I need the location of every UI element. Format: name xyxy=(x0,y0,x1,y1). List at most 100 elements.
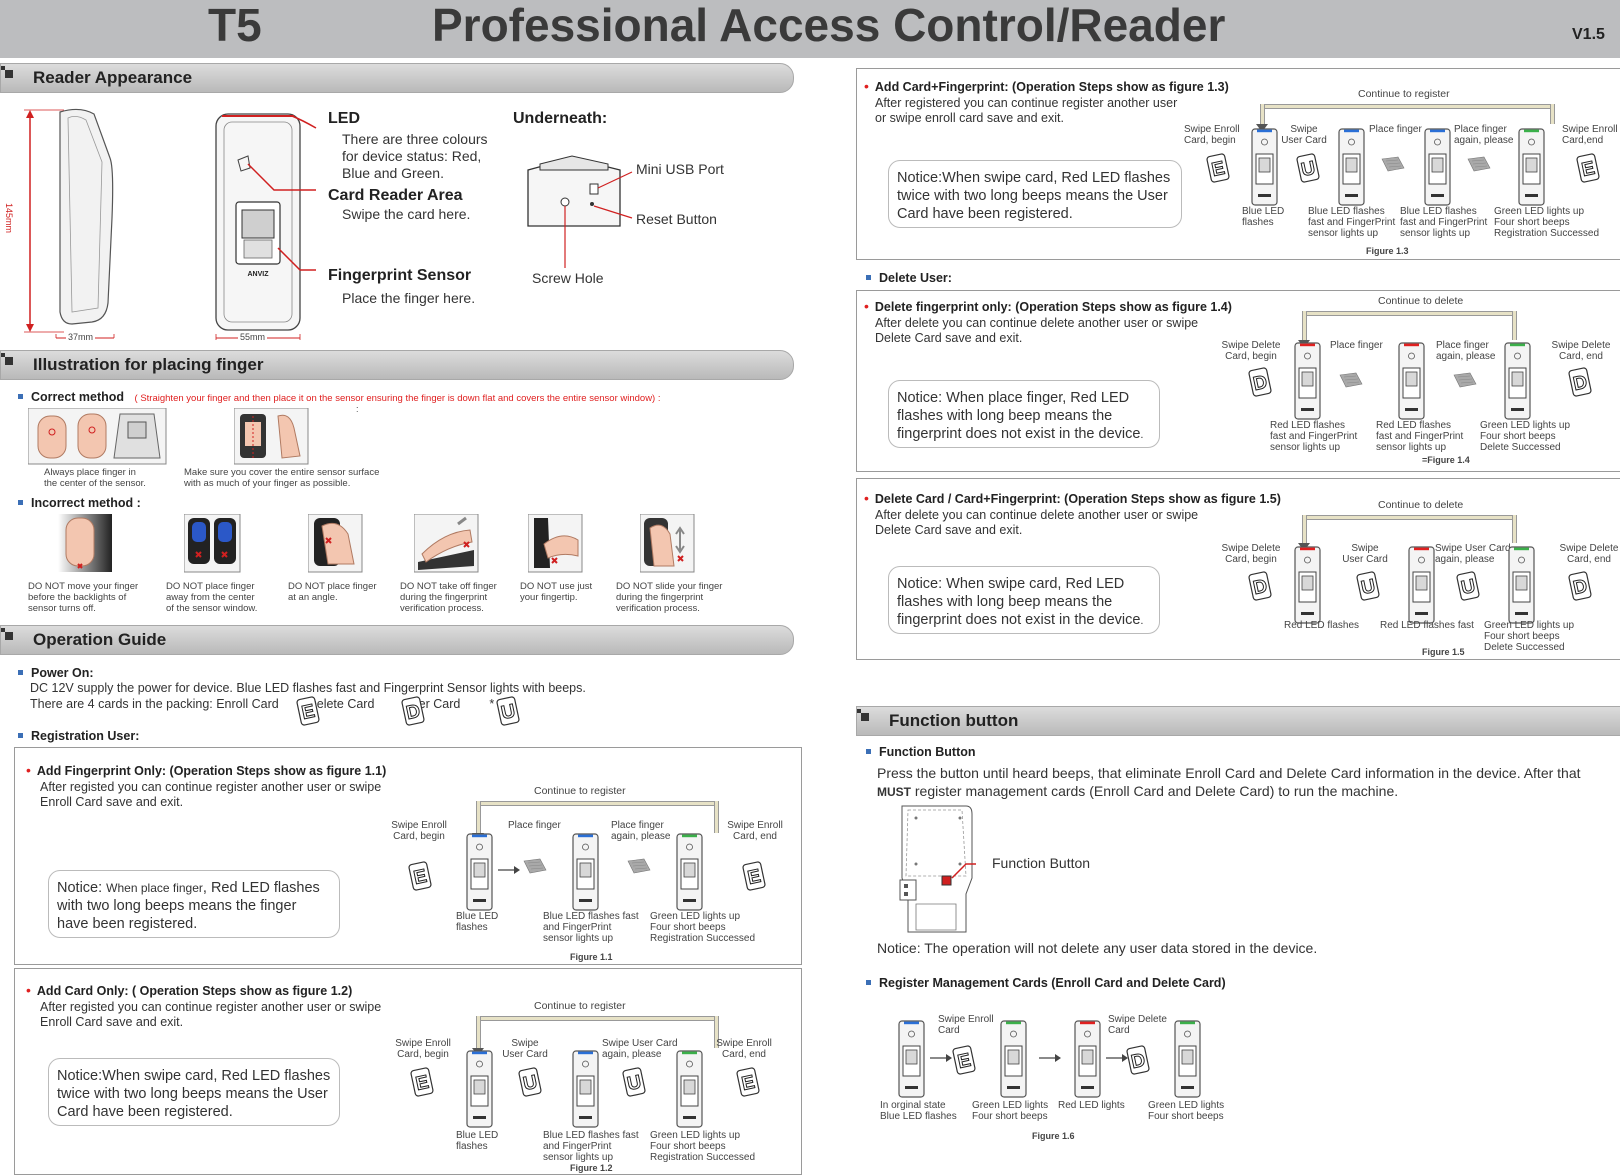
fig13-loop-arrowhead xyxy=(1256,124,1268,132)
section-icon xyxy=(5,70,13,78)
fig15-user-card-2: U xyxy=(1456,571,1480,601)
mini-usb-port-label: Mini USB Port xyxy=(636,161,724,177)
section-function-button: Function button xyxy=(856,706,1620,736)
fig12-caption: Figure 1.2 xyxy=(570,1163,613,1173)
fig13-finger-1 xyxy=(1380,156,1406,172)
svg-text:D: D xyxy=(1251,372,1269,395)
fig16-device-3 xyxy=(1074,1020,1101,1098)
fig16-device-4 xyxy=(1174,1020,1201,1098)
fig14-loop-left xyxy=(1302,311,1307,340)
fig11-finger-1 xyxy=(522,858,548,874)
fig12-loop-right xyxy=(714,1016,719,1048)
front-dimension: 55mm xyxy=(238,332,268,342)
function-button-description: Press the button until heard beeps, that… xyxy=(877,765,1581,799)
fig14-title: •Delete fingerprint only: (Operation Ste… xyxy=(864,298,1232,314)
svg-text:E: E xyxy=(746,866,763,889)
incorrect-illustration-4 xyxy=(414,514,479,573)
fig11-device-2 xyxy=(572,833,599,911)
svg-text:E: E xyxy=(740,1072,757,1095)
underneath-drawing xyxy=(527,155,633,268)
fig14-caption: =Figure 1.4 xyxy=(1422,455,1470,465)
fig15-notice: Notice: When swipe card, Red LED flashes… xyxy=(888,566,1160,634)
svg-text:U: U xyxy=(1459,576,1477,599)
fig16-arrow-2 xyxy=(1036,1054,1064,1062)
height-dimension: 145mm xyxy=(4,203,14,234)
fig15-device-1 xyxy=(1294,546,1321,624)
fig13-device-2 xyxy=(1338,128,1365,206)
svg-text:D: D xyxy=(404,701,422,724)
fig15-user-card-1: U xyxy=(1356,571,1380,601)
section-placing-finger: Illustration for placing finger xyxy=(0,350,794,380)
fig15-loop-right xyxy=(1512,515,1517,543)
fig11-loop-top xyxy=(476,801,714,806)
fig15-delete-card-end: D xyxy=(1568,571,1592,601)
svg-text:D: D xyxy=(1251,576,1269,599)
reset-button-label: Reset Button xyxy=(636,211,717,227)
svg-text:U: U xyxy=(625,1072,643,1095)
fig12-device-3 xyxy=(676,1050,703,1128)
fig13-description: After registered you can continue regist… xyxy=(875,96,1178,125)
fig14-finger-2 xyxy=(1452,372,1478,388)
fig12-continue-label: Continue to register xyxy=(534,1000,626,1012)
version-label: V1.5 xyxy=(1572,26,1605,43)
section-reader-appearance: Reader Appearance xyxy=(0,63,794,93)
fig12-enroll-card-end: E xyxy=(736,1067,760,1097)
fig11-step-top-2: Place finger xyxy=(508,820,561,831)
incorrect-illustration-5 xyxy=(528,514,583,573)
fig15-loop-top xyxy=(1302,515,1512,520)
fig11-continue-label: Continue to register xyxy=(534,785,626,797)
svg-text:U: U xyxy=(521,1072,539,1095)
fig14-notice: Notice: When place finger, Red LED flash… xyxy=(888,380,1160,448)
fig15-loop-left xyxy=(1302,515,1307,543)
fig15-device-2 xyxy=(1408,546,1435,624)
fig12-user-card-1: U xyxy=(518,1067,542,1097)
svg-text:E: E xyxy=(300,701,317,724)
fig11-device-3 xyxy=(676,833,703,911)
fig15-step-bottom-2: Red LED flashes fast xyxy=(1380,620,1474,631)
fig14-delete-card-end: D xyxy=(1568,367,1592,397)
card-reader-description: Swipe the card here. xyxy=(342,206,471,222)
fig11-finger-2 xyxy=(626,858,652,874)
underneath-title: Underneath: xyxy=(513,110,608,127)
function-button-heading: Function Button xyxy=(866,743,976,761)
fig11-arrow-1 xyxy=(498,866,520,874)
fig15-title: •Delete Card / Card+Fingerprint: (Operat… xyxy=(864,490,1281,506)
fig14-delete-card-begin: D xyxy=(1248,367,1272,397)
delete-user-heading: Delete User: xyxy=(866,269,952,287)
page-title: Professional Access Control/Reader xyxy=(432,0,1226,51)
svg-text:ANVIZ: ANVIZ xyxy=(248,271,270,278)
fig16-arrow-3 xyxy=(1106,1054,1128,1062)
led-title: LED xyxy=(328,110,360,127)
fig14-loop-right xyxy=(1512,311,1517,340)
fig14-device-1 xyxy=(1294,342,1321,420)
svg-text:E: E xyxy=(1210,158,1227,181)
fig14-step-top-2: Place finger xyxy=(1330,340,1383,351)
svg-text:E: E xyxy=(414,1072,431,1095)
fig14-device-3 xyxy=(1504,342,1531,420)
fig14-continue-label: Continue to delete xyxy=(1378,295,1464,307)
fig13-loop-left xyxy=(1260,104,1265,124)
svg-text:U: U xyxy=(499,701,517,724)
